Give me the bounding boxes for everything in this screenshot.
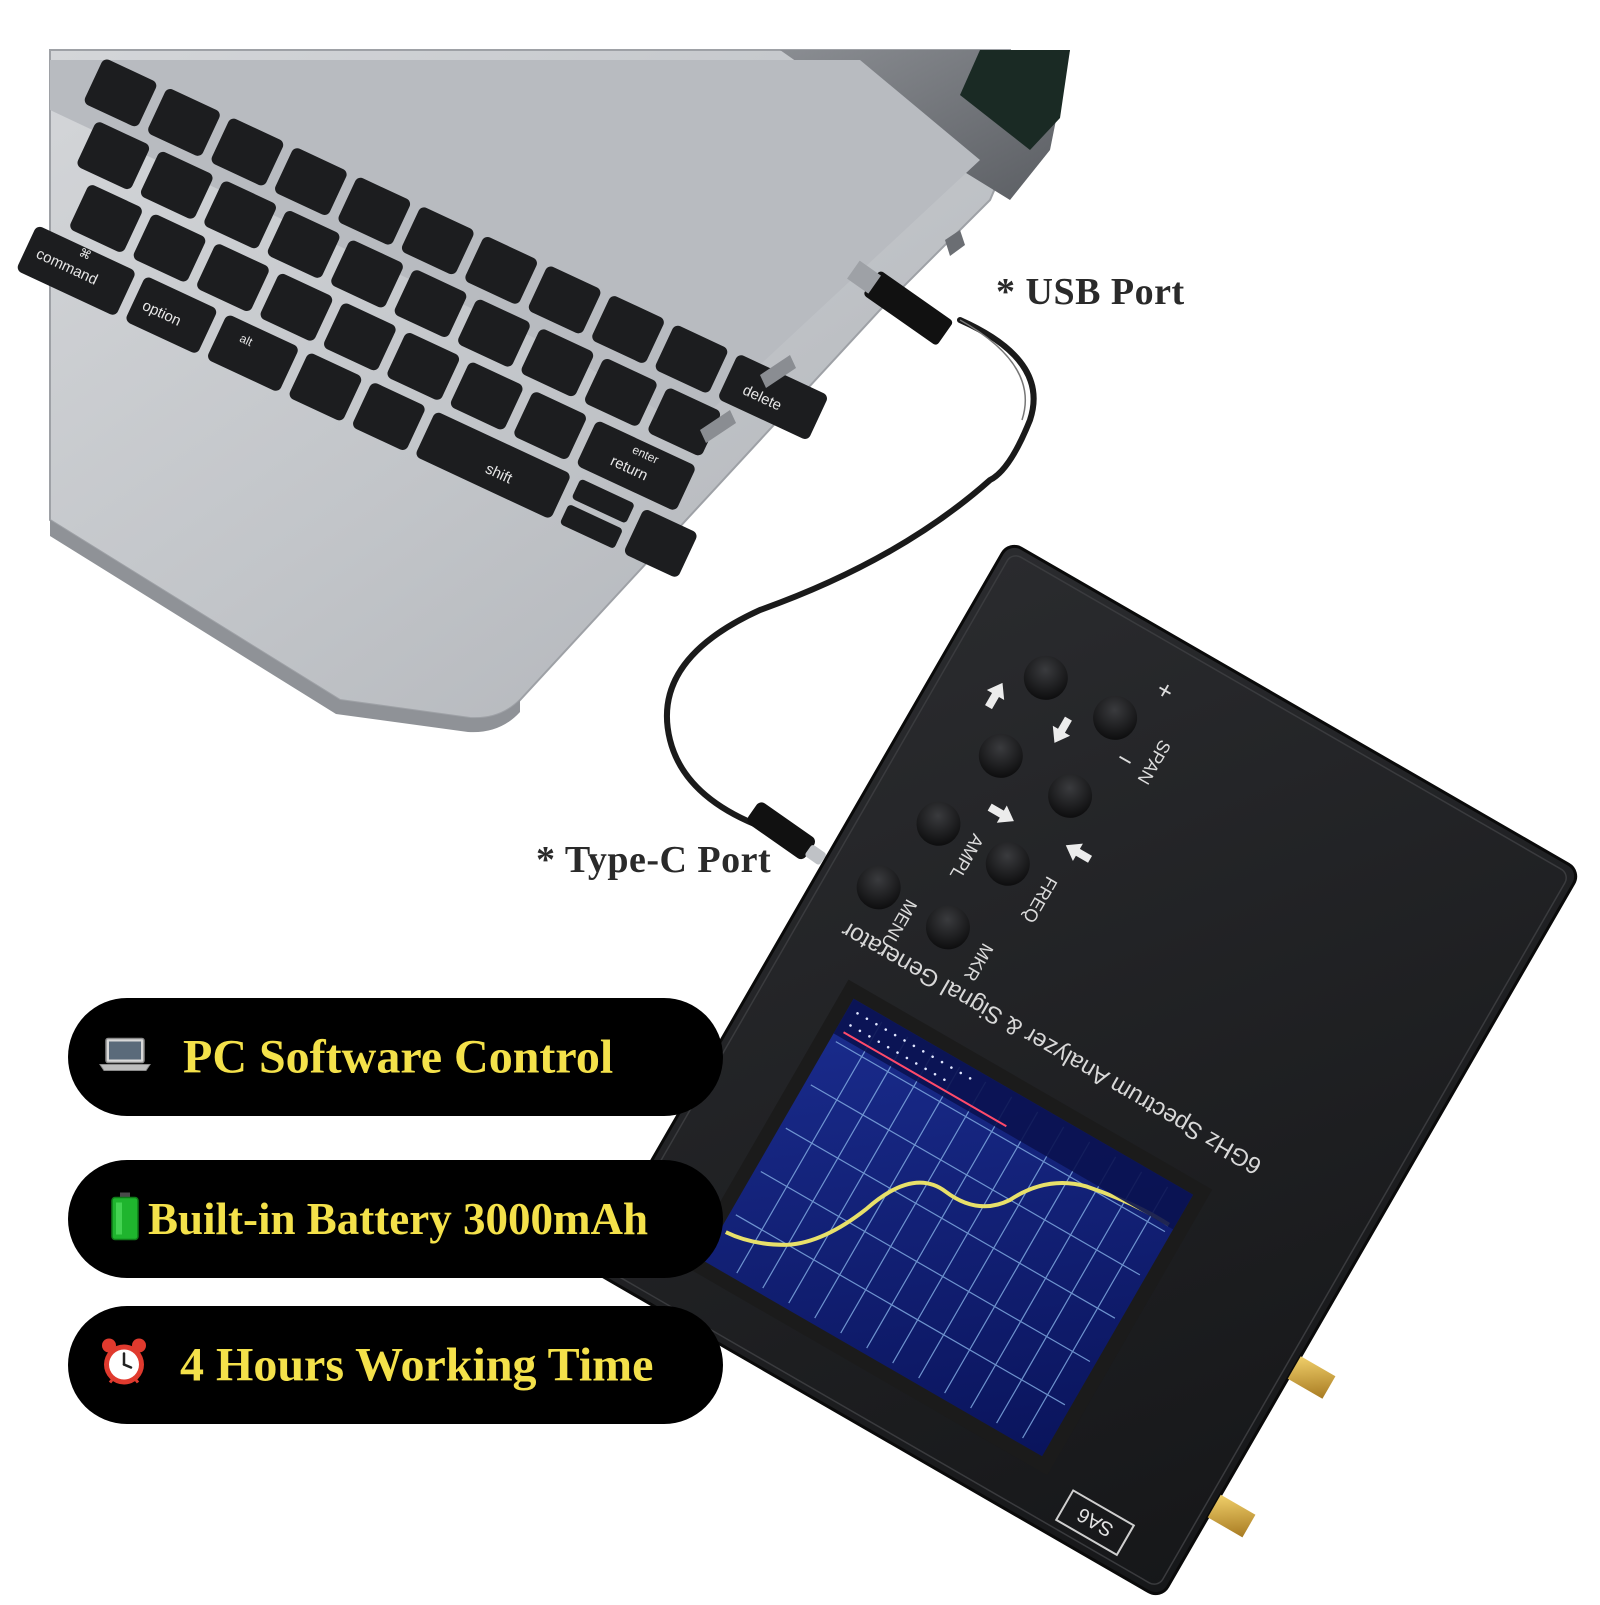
alarm-clock-icon [98,1337,150,1394]
feature-label: 4 Hours Working Time [180,1338,654,1392]
arrow-icons [985,682,1093,863]
device-screen: • • • • • • • • • • • • • • • • • • • • … [683,979,1213,1476]
arrow-right-icon [987,803,1014,823]
span-plus-button[interactable] [1016,648,1076,708]
usb-a-plug [847,260,953,345]
device-buttons [849,648,1145,957]
feature-pill-pc-software: PC Software Control [68,998,723,1116]
feature-label: PC Software Control [183,1030,614,1084]
usb-port-callout: * USB Port [996,271,1185,313]
feature-pill-battery: Built-in Battery 3000mAh [68,1160,723,1278]
span-minus-button[interactable] [1085,688,1145,748]
freq-up-button[interactable] [1040,766,1100,826]
key-command-symbol: ⌘ [77,245,94,263]
arrow-left-icon [1065,843,1093,863]
usb-cable [663,260,1037,865]
spectrum-analyzer-device: • • • • • • • • • • • • • • • • • • • • … [592,544,1578,1596]
menu-button[interactable] [849,857,909,917]
ampl-button[interactable] [908,794,968,854]
laptop-side-ports [700,230,965,443]
type-c-port-callout: * Type-C Port [536,839,772,881]
freq-button[interactable] [978,834,1038,894]
arrow-down-icon [1052,716,1072,743]
laptop-keyboard: command option alt shift return enter de… [17,59,827,577]
feature-pill-working-time: 4 Hours Working Time [68,1306,723,1424]
laptop: command option alt shift return enter de… [17,49,1070,733]
battery-icon [110,1192,140,1246]
feature-label: Built-in Battery 3000mAh [148,1194,648,1244]
spectrum-trace [724,1180,1170,1247]
key-alt-label: alt [237,331,255,349]
type-c-plug [747,802,826,865]
freq-down-button[interactable] [971,726,1031,786]
mkr-button[interactable] [918,897,978,957]
laptop-icon [98,1035,152,1080]
arrow-up-icon [985,682,1005,710]
sma-connectors [1207,1356,1336,1538]
